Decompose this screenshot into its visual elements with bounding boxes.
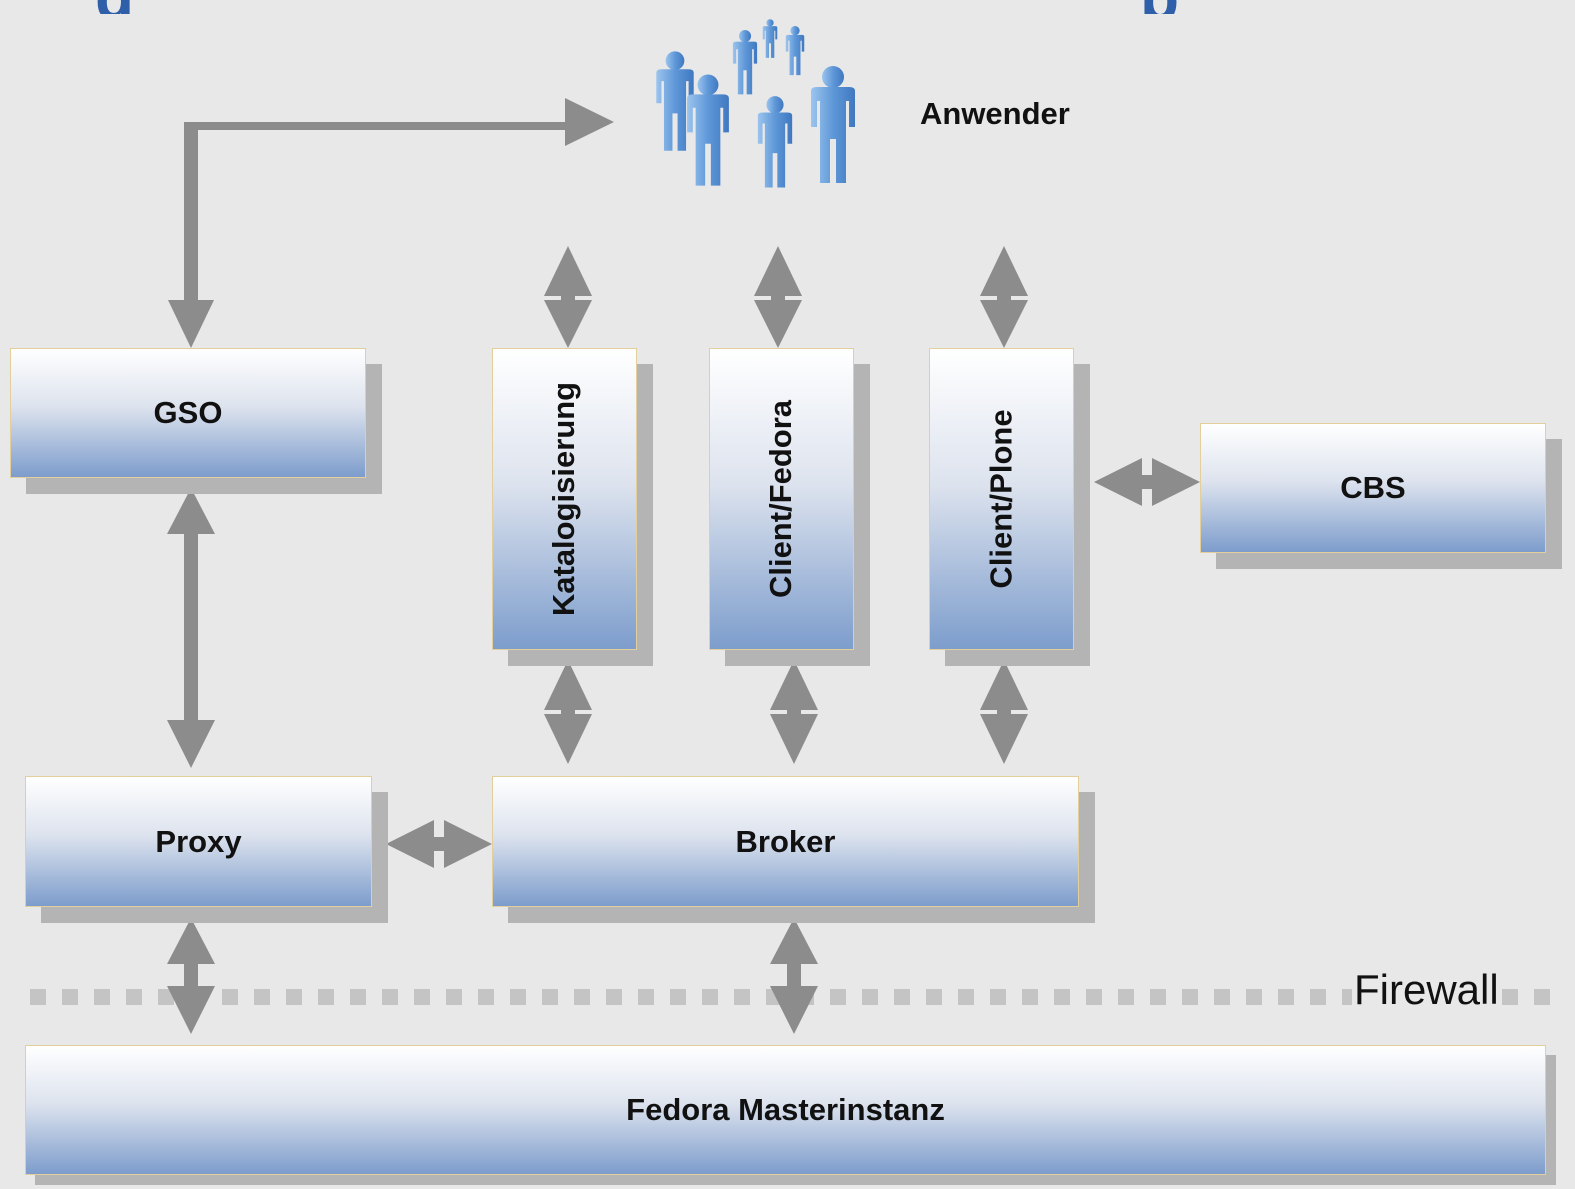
katalogisierung-label: Katalogisierung [546, 381, 582, 617]
connectors [167, 98, 1200, 1034]
katalogisierung-box: Katalogisierung [492, 348, 637, 650]
fedora-masterinstanz-box: Fedora Masterinstanz [25, 1045, 1546, 1175]
users-clientplone-arrow [980, 246, 1028, 348]
cbs-box: CBS [1200, 423, 1546, 553]
title-fragment: g p [0, 0, 1575, 14]
proxy-broker-arrow [386, 820, 492, 868]
clientplone-cbs-arrow [1094, 458, 1200, 506]
broker-box: Broker [492, 776, 1079, 907]
proxy-box: Proxy [25, 776, 372, 907]
fedora-masterinstanz-label: Fedora Masterinstanz [626, 1092, 945, 1127]
users-clientfedora-arrow [754, 246, 802, 348]
users-icon [656, 19, 855, 188]
users-katalog-arrow [544, 246, 592, 348]
clientfedora-broker-arrow [770, 660, 818, 764]
title-fragment-left: g [95, 0, 134, 14]
clientplone-broker-arrow [980, 660, 1028, 764]
cbs-label: CBS [1340, 470, 1406, 505]
client-plone-label: Client/Plone [983, 409, 1019, 589]
gso-box: GSO [10, 348, 366, 478]
client-fedora-label: Client/Fedora [763, 399, 799, 599]
firewall-label: Firewall [1352, 966, 1501, 1014]
client-fedora-box: Client/Fedora [709, 348, 854, 650]
client-plone-box: Client/Plone [929, 348, 1074, 650]
broker-fedora-arrow [770, 918, 818, 1034]
katalog-broker-arrow [544, 660, 592, 764]
gso-label: GSO [153, 395, 223, 430]
broker-label: Broker [735, 823, 836, 859]
gso-proxy-arrow [167, 488, 215, 768]
proxy-fedora-arrow [167, 918, 215, 1034]
gso-users-arrow [168, 98, 614, 348]
users-label: Anwender [920, 96, 1070, 131]
proxy-label: Proxy [155, 823, 242, 859]
title-fragment-right: p [1140, 0, 1179, 14]
